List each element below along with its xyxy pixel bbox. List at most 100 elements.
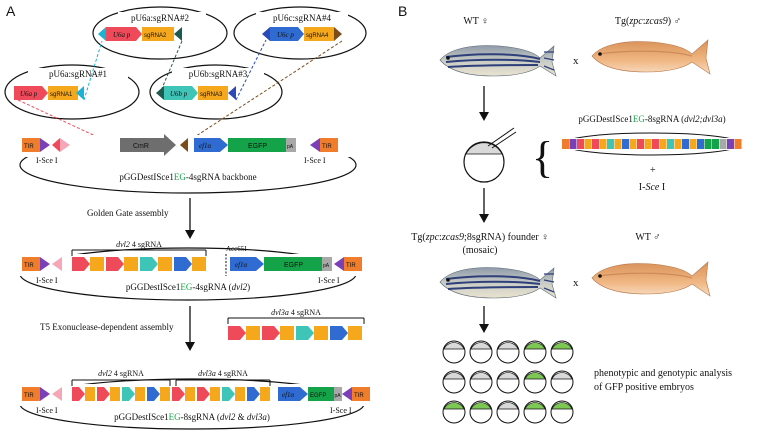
tir-label-right: TIR [354,393,364,399]
embryo-gfp-negative [442,340,466,364]
embryo-gfp-positive [469,400,493,424]
cmr-block [120,138,164,152]
u6-promoter-arrow [172,387,185,401]
step1-label: Golden Gate assembly [87,208,169,218]
acc65i-label: Acc65I [226,245,247,253]
mini-array-element [584,139,592,149]
sgrna1-label: sgRNA1 [50,92,73,98]
u6a-promoter-label: U6a p [20,90,38,98]
sgrna2-label: sgRNA2 [144,33,167,39]
u6-promoter-arrow [228,326,246,340]
isce-label-right: I-Sce I [304,156,326,165]
construct-8sgrna-name: pGGDestISce1EG-8sgRNA (dvl2 & dvl3a) [114,412,270,422]
overhang-triangle [262,27,270,41]
plasmid-8sgrna: pGGDestISce1EG-8sgRNA (dvl2;dvl3a) [560,114,744,156]
egfp-block [264,257,322,271]
cmr-arrow-tip [164,134,176,156]
sgrna-block [280,326,294,340]
dvl2-bracket-label: dvl2 4 sgRNA [116,240,162,249]
plasmid-sgrna3-ring [149,64,283,120]
mini-array-element [704,139,712,149]
plasmid-sgrna4: pU6c:sgRNA#4 U6c p sgRNA4 [233,6,367,60]
construct-dvl2-dvl3a: TIR I-Sce I dvl2 4 sgRNA dvl3a 4 sgRNA e… [18,369,372,430]
ef1a-arrow [230,257,264,271]
isce-triangle-left [40,387,50,401]
mini-array-element [577,139,584,149]
u6-promoter-arrow [97,387,110,401]
sgrna-block [135,387,145,401]
tir-block-right [320,138,338,152]
dvl3a-fragment: dvl3a 4 sgRNA [227,308,365,340]
analysis-text-line1: phenotypic and genotypic analysis [594,368,732,379]
u6-promoter-arrow [330,326,348,340]
sgrna-block [246,326,260,340]
zebrafish-tg-male [591,39,711,75]
sgrna-block [210,387,220,401]
tir-block-left [22,138,40,152]
sgrna-block [192,257,206,271]
ef1a-label: ef1α [199,142,212,150]
mini-array-element [727,139,734,149]
mini-array-element [659,139,667,149]
mini-array-element [719,139,727,149]
zebrafish-wt-female [439,45,557,77]
overhang-triangle [60,138,70,152]
isce-label-right: I-Sce I [330,406,352,415]
mini-array-element [644,139,652,149]
embryo-gfp-negative [496,400,520,424]
embryo-gfp-negative [496,370,520,394]
founder-label: Tg(zpc:zcas9;8sgRNA) founder ♀ [411,232,549,243]
mini-array-element [569,139,577,149]
isce-label-left: I-Sce I [36,276,58,285]
embryo-gfp-positive [523,400,547,424]
egfp-label: EGFP [248,143,267,150]
mini-array-element [697,139,704,149]
plasmid-sgrna1-name: pU6a:sgRNA#1 [49,69,107,79]
plasmid-sgrna2: pU6a:sgRNA#2 U6a p sgRNA2 [92,6,228,60]
pa-block [322,257,332,271]
u6c-promoter-label: U6c p [277,31,294,39]
egfp-label: EGFP [284,262,303,269]
egfp-label: EGFP [310,393,326,399]
u6a-promoter-arrow [106,27,142,41]
isce-label-left: I-Sce I [36,406,58,415]
mini-array-element [682,139,689,149]
dvl3a-bracket-label: dvl3a 4 sgRNA [198,369,248,378]
mini-array-element [607,139,614,149]
sgrna-block [348,326,362,340]
overhang-triangle [52,138,60,152]
plasmid-sgrna4-ring [233,6,367,60]
u6-promoter-arrow [72,387,85,401]
plasmid-sgrna1: pU6a:sgRNA#1 U6a p sgRNA1 [4,64,140,120]
u6-promoter-arrow [122,387,135,401]
wt-male-label: WT ♂ [635,232,660,243]
embryo-gfp-negative [442,370,466,394]
u6-promoter-arrow [222,387,235,401]
overhang-triangle [180,138,188,152]
overhang-triangle [76,86,84,100]
backbone-name: pGGDestISce1EG-4sgRNA backbone [119,172,256,182]
overhang-triangle [52,387,62,401]
construct-dvl2-name: pGGDestISce1EG-4sgRNA (dvl2) [126,282,250,292]
overhang-triangle [334,27,342,41]
pa-label: pA [323,263,330,269]
ef1a-label: ef1α [235,261,248,269]
ef1a-arrow [278,387,308,401]
assembly-connectors [17,39,343,141]
mini-array-element [622,139,629,149]
mini-array-element [592,139,599,149]
embryo-gfp-positive [550,340,574,364]
mini-array-element [562,139,569,149]
dvl2-bracket-label: dvl2 4 sgRNA [98,369,144,378]
mini-array-element [689,139,697,149]
u6a-promoter-label: U6a p [113,31,131,39]
isce-triangle-left [40,138,50,152]
mini-array-element [637,139,644,149]
sgrna-block [110,387,120,401]
cmr-label: CmR [133,143,149,150]
embryo-grid [442,340,574,424]
u6-promoter-arrow [140,257,158,271]
egfp-block [308,387,334,401]
plasmid-8sgrna-name: pGGDestISce1EG-8sgRNA (dvl2;dvl3a) [578,114,725,124]
